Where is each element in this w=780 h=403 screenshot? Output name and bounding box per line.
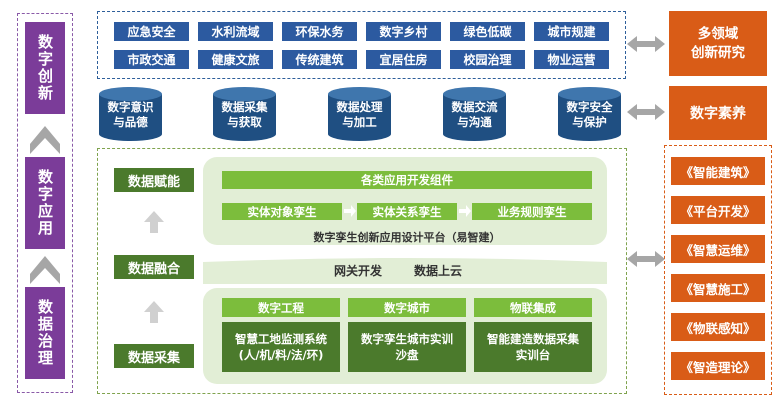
cylinder-label: 数据采集与获取 [221,100,268,129]
arrow-right-icon [344,205,356,217]
domain-tag: 应急安全 [114,22,189,41]
double-arrow-icon [627,36,665,52]
block-digital-application: 数字应用 [25,157,65,249]
domain-tag: 绿色低碳 [450,22,525,41]
database-cylinder-icon [443,87,506,141]
domain-tag: 市政交通 [114,50,189,69]
left-column-frame [17,13,73,393]
course-tag: 《智造理论》 [671,352,765,380]
double-arrow-icon [627,104,665,120]
cylinder-label: 数字安全与保护 [566,100,613,129]
block-digital-innovation: 数字创新 [25,22,65,114]
database-cylinder-icon [558,87,621,141]
construction-data-platform-box: 智能建造数据采集实训台 [474,322,592,372]
database-cylinder-icon [328,87,391,141]
course-tag: 《物联感知》 [671,313,765,341]
header-digital-engineering: 数字工程 [222,298,340,317]
domain-tag: 宜居住房 [366,50,441,69]
domain-tag: 环保水务 [282,22,357,41]
components-bar: 各类应用开发组件 [222,171,592,189]
chevron-up-icon [30,126,60,154]
courses-frame [664,145,772,395]
data-layers-frame [97,148,627,394]
twin-entity-relation: 实体关系孪生 [357,203,457,220]
gateway-dev-label: 网关开发 [333,264,382,278]
twin-business-rules: 业务规则孪生 [472,203,592,220]
arrow-up-icon [144,301,164,323]
twin-entity-object: 实体对象孪生 [222,203,342,220]
cylinder-label: 数据处理与加工 [336,100,383,129]
database-cylinder-icon [213,87,276,141]
platform-name: 数字孪生创新应用设计平台（易智建） [313,231,501,244]
course-tag: 《智能建筑》 [671,157,765,185]
domain-tag: 校园治理 [450,50,525,69]
course-tag: 《平台开发》 [671,196,765,224]
domain-tag: 健康文旅 [198,50,273,69]
domain-tag: 水利流域 [198,22,273,41]
domain-tag: 物业运营 [534,50,609,69]
header-iot-integration: 物联集成 [474,298,592,317]
arrow-up-icon [144,211,164,233]
database-cylinder-icon [99,87,162,141]
application-domains-frame [97,11,626,79]
header-digital-city: 数字城市 [348,298,466,317]
domain-tag: 城市规建 [534,22,609,41]
digital-literacy-box: 数字素养 [669,86,767,140]
gateway-band [203,258,607,284]
double-arrow-icon [627,251,665,267]
stage-data-collection: 数据采集 [114,344,194,368]
cloud-upload-label: 数据上云 [413,264,462,278]
course-tag: 《智慧施工》 [671,274,765,302]
city-twin-sandbox-box: 数字孪生城市实训沙盘 [348,322,466,372]
course-tag: 《智慧运维》 [671,235,765,263]
stage-data-fusion: 数据融合 [114,255,194,279]
domain-tag: 传统建筑 [282,50,357,69]
multi-domain-research-box: 多领域创新研究 [669,11,767,76]
cylinder-label: 数字意识与品德 [107,100,154,129]
block-data-governance: 数据治理 [25,287,65,379]
stage-data-empowerment: 数据赋能 [114,168,194,192]
domain-tag: 数字乡村 [366,22,441,41]
chevron-up-icon [30,256,60,284]
smart-site-monitoring-box: 智慧工地监测系统(人/机/料/法/环) [222,322,340,372]
cylinder-label: 数据交流与沟通 [451,100,498,129]
arrow-right-icon [459,205,471,217]
